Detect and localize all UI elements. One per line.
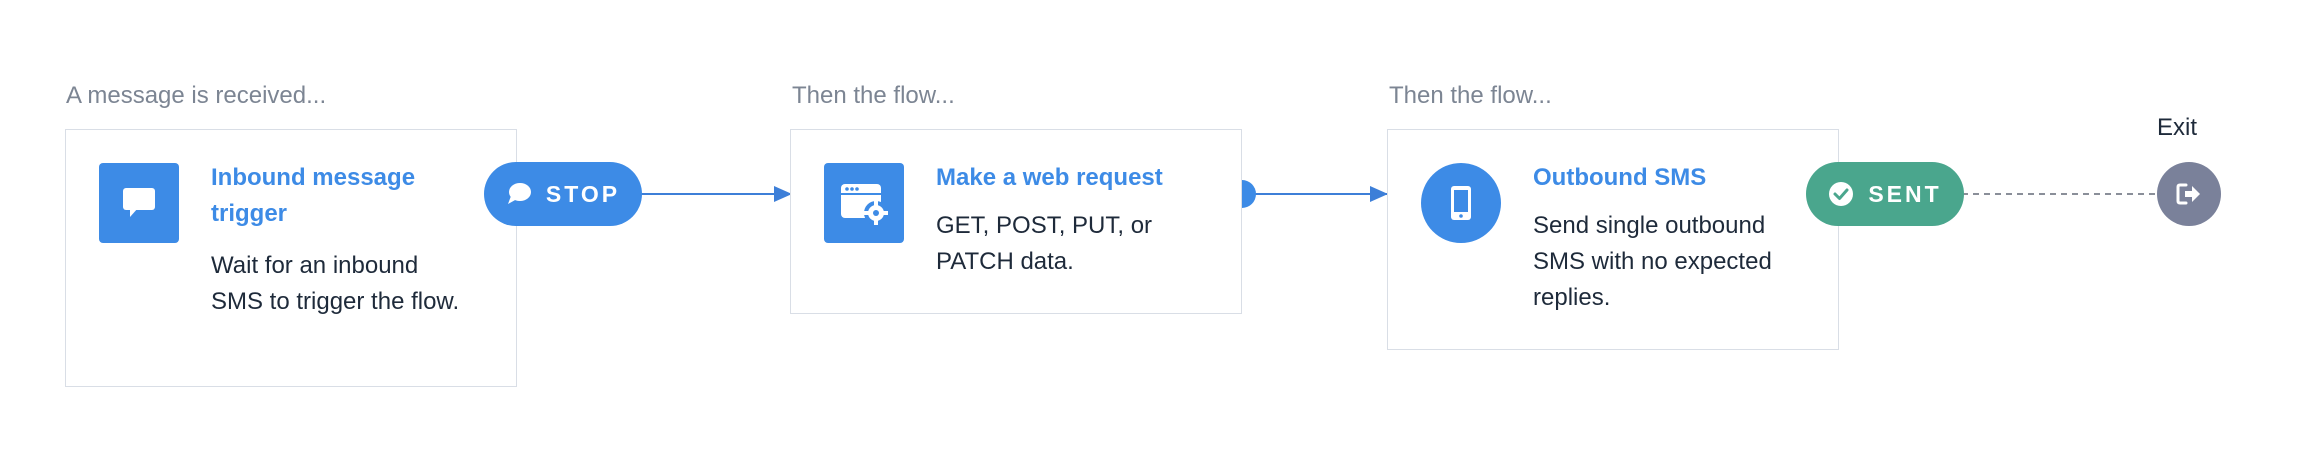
output-port-dot[interactable] <box>1242 180 1256 208</box>
exit-node[interactable] <box>2157 162 2221 226</box>
node-description: Wait for an inbound SMS to trigger the f… <box>211 252 460 315</box>
node-title: Make a web request <box>936 164 1163 191</box>
chat-bubble-icon <box>99 163 179 243</box>
check-circle-icon <box>1828 181 1854 207</box>
node-description: GET, POST, PUT, or PATCH data. <box>936 212 1153 275</box>
sent-badge[interactable]: SENT <box>1806 162 1964 226</box>
node-card-outbound-sms[interactable]: Outbound SMS Send single outbound SMS wi… <box>1387 129 1839 350</box>
node-card-web-request[interactable]: Make a web request GET, POST, PUT, or PA… <box>790 129 1242 314</box>
stop-badge[interactable]: STOP <box>484 162 642 226</box>
sent-badge-label: SENT <box>1868 180 1942 207</box>
node-card-inbound-trigger[interactable]: Inbound message trigger Wait for an inbo… <box>65 129 517 387</box>
step-caption-trigger: A message is received... <box>66 82 327 109</box>
node-title: Inbound message trigger <box>211 164 416 227</box>
exit-icon <box>2175 182 2203 206</box>
stop-badge-label: STOP <box>545 180 621 207</box>
exit-label: Exit <box>2157 114 2198 141</box>
chat-bubble-icon <box>506 182 532 206</box>
web-gear-icon <box>824 163 904 243</box>
mobile-phone-icon <box>1421 163 1501 243</box>
step-caption-web-request: Then the flow... <box>792 82 955 109</box>
node-title: Outbound SMS <box>1533 164 1707 191</box>
step-caption-outbound-sms: Then the flow... <box>1389 82 1552 109</box>
node-description: Send single outbound SMS with no expecte… <box>1533 212 1772 311</box>
